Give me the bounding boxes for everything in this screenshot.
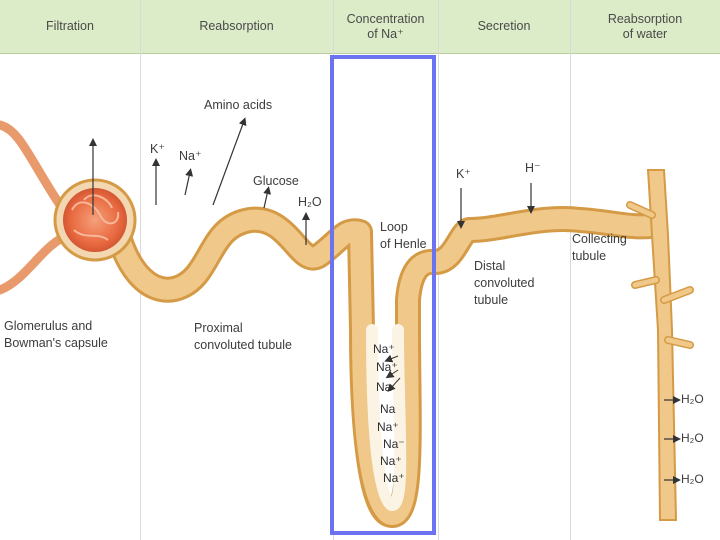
label-proximal-tubule: Proximal convoluted tubule [194,321,292,352]
col-concentration-title: Concentration of Na⁺ [346,11,425,41]
label-h2o-reabsorbed: H₂O [298,195,322,209]
label-glomerulus: Glomerulus and Bowman's capsule [4,319,108,350]
label-collecting-tubule: Collecting tubule [572,232,627,263]
sodium-label: Na⁺ [373,342,395,356]
secretion-arrows [457,183,535,229]
collecting-duct [626,169,694,521]
label-distal-tubule: Distal convoluted tubule [474,259,535,307]
sodium-arrows [384,354,401,392]
water-label: H₂O [681,392,704,406]
label-k-plus: K⁺ [150,142,165,156]
label-na-plus: Na⁺ [179,149,202,163]
water-label: H₂O [681,431,704,445]
col-reabsorption-title: Reabsorption [199,19,274,33]
label-loop-of-henle: Loop of Henle [380,220,427,251]
water-arrows [664,396,681,484]
glomerulus [53,178,137,262]
label-h-secreted: H⁻ [525,161,541,175]
sodium-label: Na⁺ [377,420,399,434]
sodium-label: Na⁺ [376,360,398,374]
label-glucose: Glucose [253,174,299,188]
col-filtration-title: Filtration [46,19,94,33]
label-amino-acids: Amino acids [204,98,273,112]
col-secretion-title: Secretion [477,19,531,33]
tubule [107,206,663,528]
loop-highlight-box [330,55,436,535]
sodium-label: Na⁻ [383,437,405,451]
sodium-label: Na⁺ [380,454,402,468]
column-divider [570,0,571,540]
col-water-title: Reabsorption of water [607,11,683,41]
sodium-label: Na [376,380,392,394]
afferent-vessel [0,120,65,210]
efferent-vessel [0,233,67,295]
water-label: H₂O [681,472,704,486]
label-k-secreted: K⁺ [456,167,471,181]
sodium-label: Na⁺ [383,471,405,485]
reabsorption-arrows [89,117,310,245]
sodium-label: Na [380,402,396,416]
header-band [0,0,720,54]
